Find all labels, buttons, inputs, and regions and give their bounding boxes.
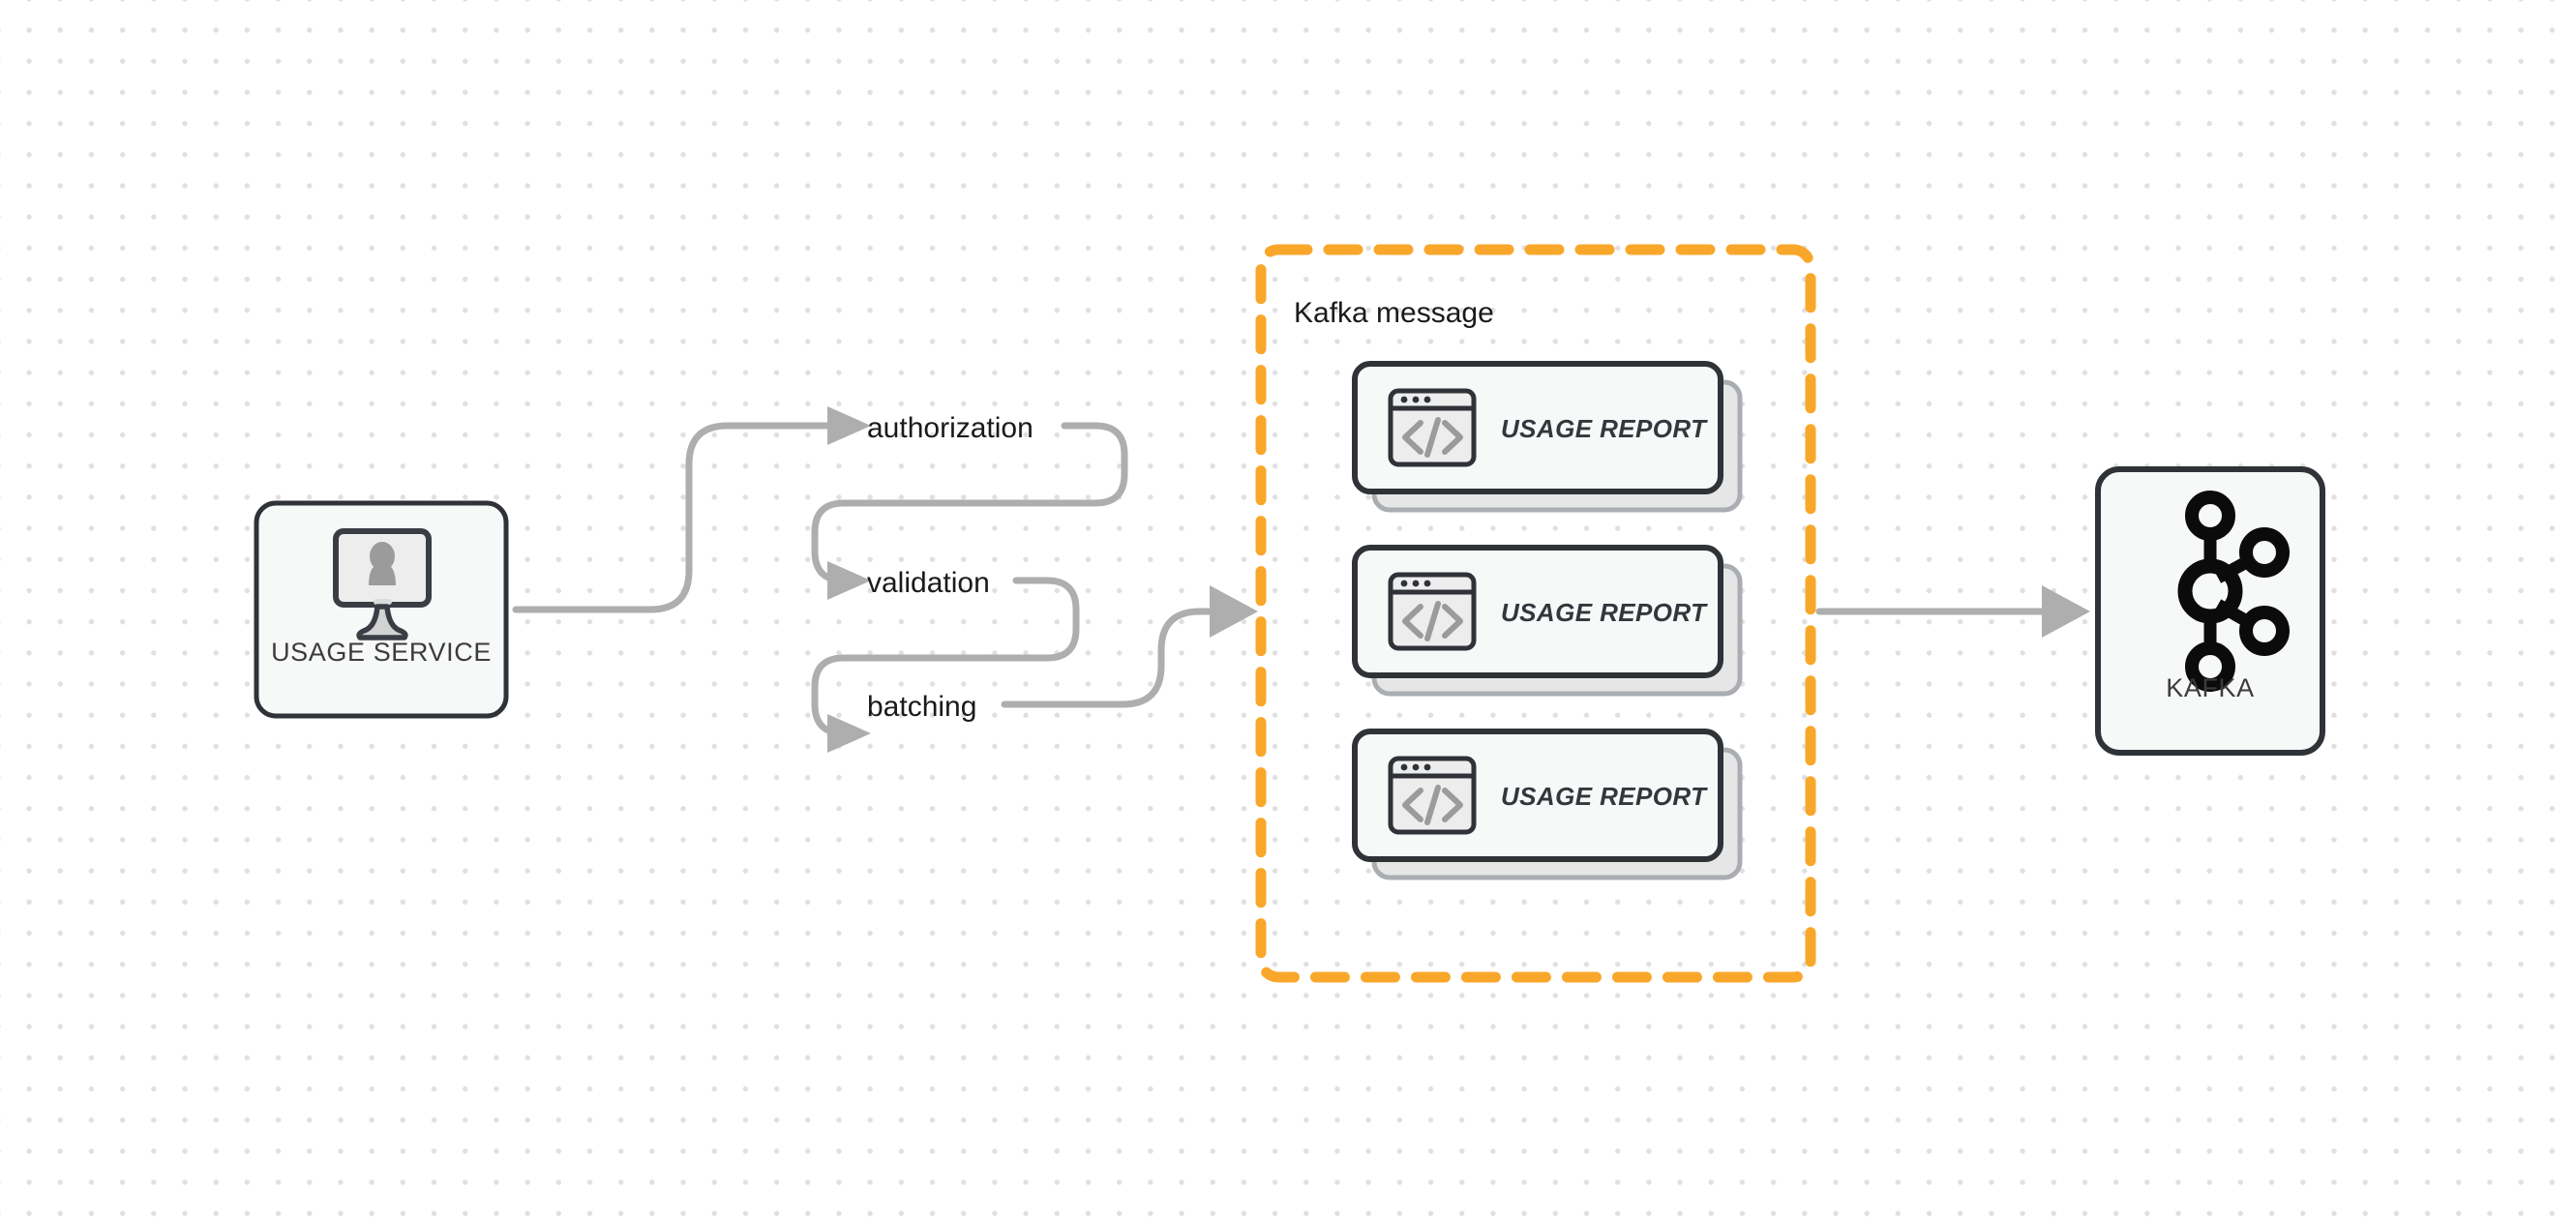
card-label: USAGE REPORT bbox=[1501, 414, 1708, 443]
step-label-batching[interactable]: batching bbox=[867, 691, 976, 723]
connector-service-to-authorization bbox=[512, 406, 871, 613]
arrowhead-icon bbox=[827, 561, 871, 600]
card-usage-report-1[interactable]: USAGE REPORT bbox=[1352, 361, 1743, 513]
card-usage-report-2[interactable]: USAGE REPORT bbox=[1352, 545, 1743, 697]
connector-group-to-kafka bbox=[1815, 585, 2090, 638]
arrowhead-icon bbox=[827, 714, 871, 753]
arrowhead-icon bbox=[827, 406, 871, 445]
monitor-user-icon bbox=[333, 528, 432, 640]
code-window-icon bbox=[1388, 756, 1477, 835]
connector-path bbox=[811, 422, 1128, 584]
step-label-validation[interactable]: validation bbox=[867, 567, 990, 599]
connector-path bbox=[1001, 608, 1218, 708]
kafka-message-group[interactable]: Kafka message USAGE REPORT bbox=[1255, 244, 1816, 983]
node-kafka-label: KAFKA bbox=[2166, 673, 2255, 702]
connector-validation-to-batching bbox=[811, 577, 1080, 753]
card-usage-report-3[interactable]: USAGE REPORT bbox=[1352, 729, 1743, 880]
code-window-icon bbox=[1388, 388, 1477, 467]
connector-path bbox=[512, 422, 831, 613]
arrowhead-icon bbox=[2042, 585, 2090, 638]
group-title: Kafka message bbox=[1294, 297, 1494, 329]
card-label: USAGE REPORT bbox=[1501, 598, 1708, 627]
connector-authorization-to-validation bbox=[811, 422, 1128, 600]
node-usage-service-label: USAGE SERVICE bbox=[271, 638, 492, 667]
connector-path bbox=[811, 577, 1080, 737]
arrowhead-icon bbox=[1210, 585, 1258, 638]
group-dashed-border bbox=[1255, 244, 1816, 983]
connector-batching-to-group bbox=[1001, 585, 1258, 708]
node-kafka[interactable]: KAFKA bbox=[2095, 466, 2325, 756]
node-usage-service[interactable]: USAGE SERVICE bbox=[254, 500, 509, 719]
card-label: USAGE REPORT bbox=[1501, 782, 1708, 811]
code-window-icon bbox=[1388, 572, 1477, 651]
step-label-authorization[interactable]: authorization bbox=[867, 412, 1033, 444]
kafka-logo-icon bbox=[2177, 491, 2290, 692]
